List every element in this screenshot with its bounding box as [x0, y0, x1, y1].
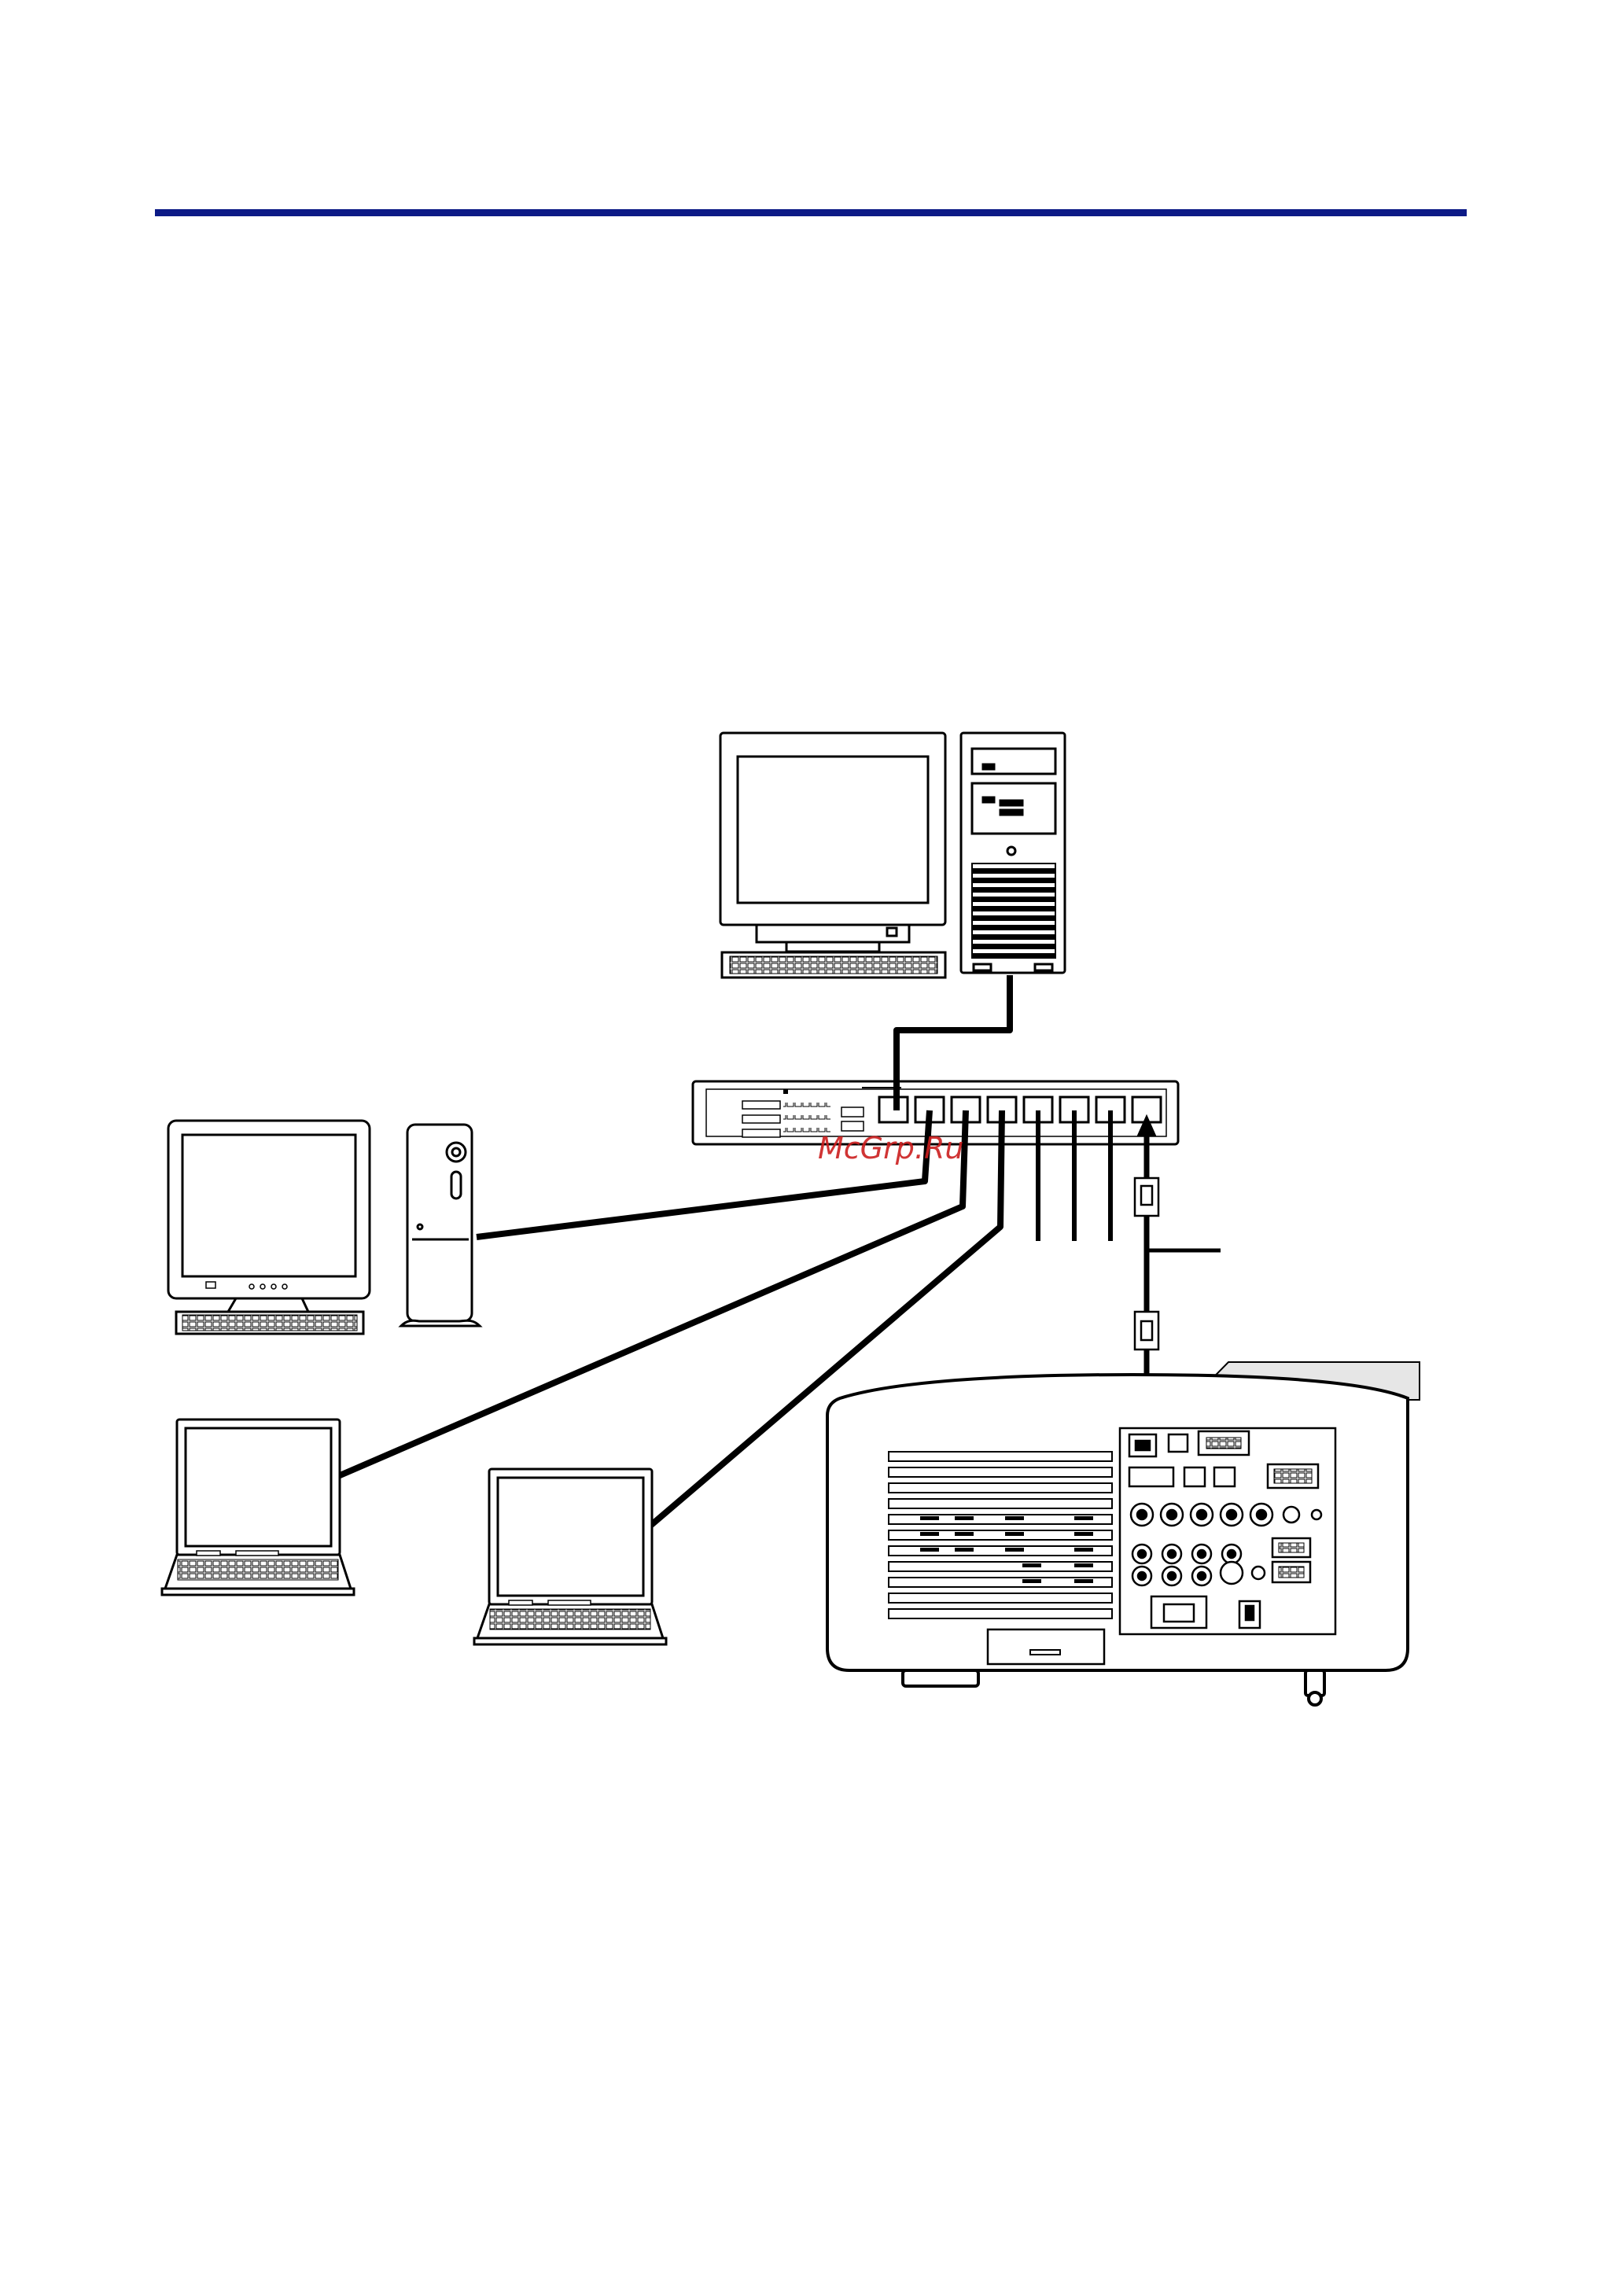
projector-icon [827, 1375, 1408, 1705]
tower-icon [961, 733, 1065, 973]
monitor-icon [720, 733, 945, 952]
projector-connector-panel [1120, 1428, 1335, 1634]
keyboard-icon [722, 952, 945, 978]
laptop-icon [474, 1469, 666, 1644]
desktop-computer-left [168, 1121, 480, 1334]
watermark-text: McGrp.Ru [818, 1131, 963, 1165]
tower-icon [401, 1125, 480, 1326]
laptop-icon [162, 1419, 354, 1595]
keyboard-icon [176, 1312, 363, 1334]
monitor-icon [168, 1121, 370, 1312]
desktop-computer-top [720, 733, 1065, 978]
